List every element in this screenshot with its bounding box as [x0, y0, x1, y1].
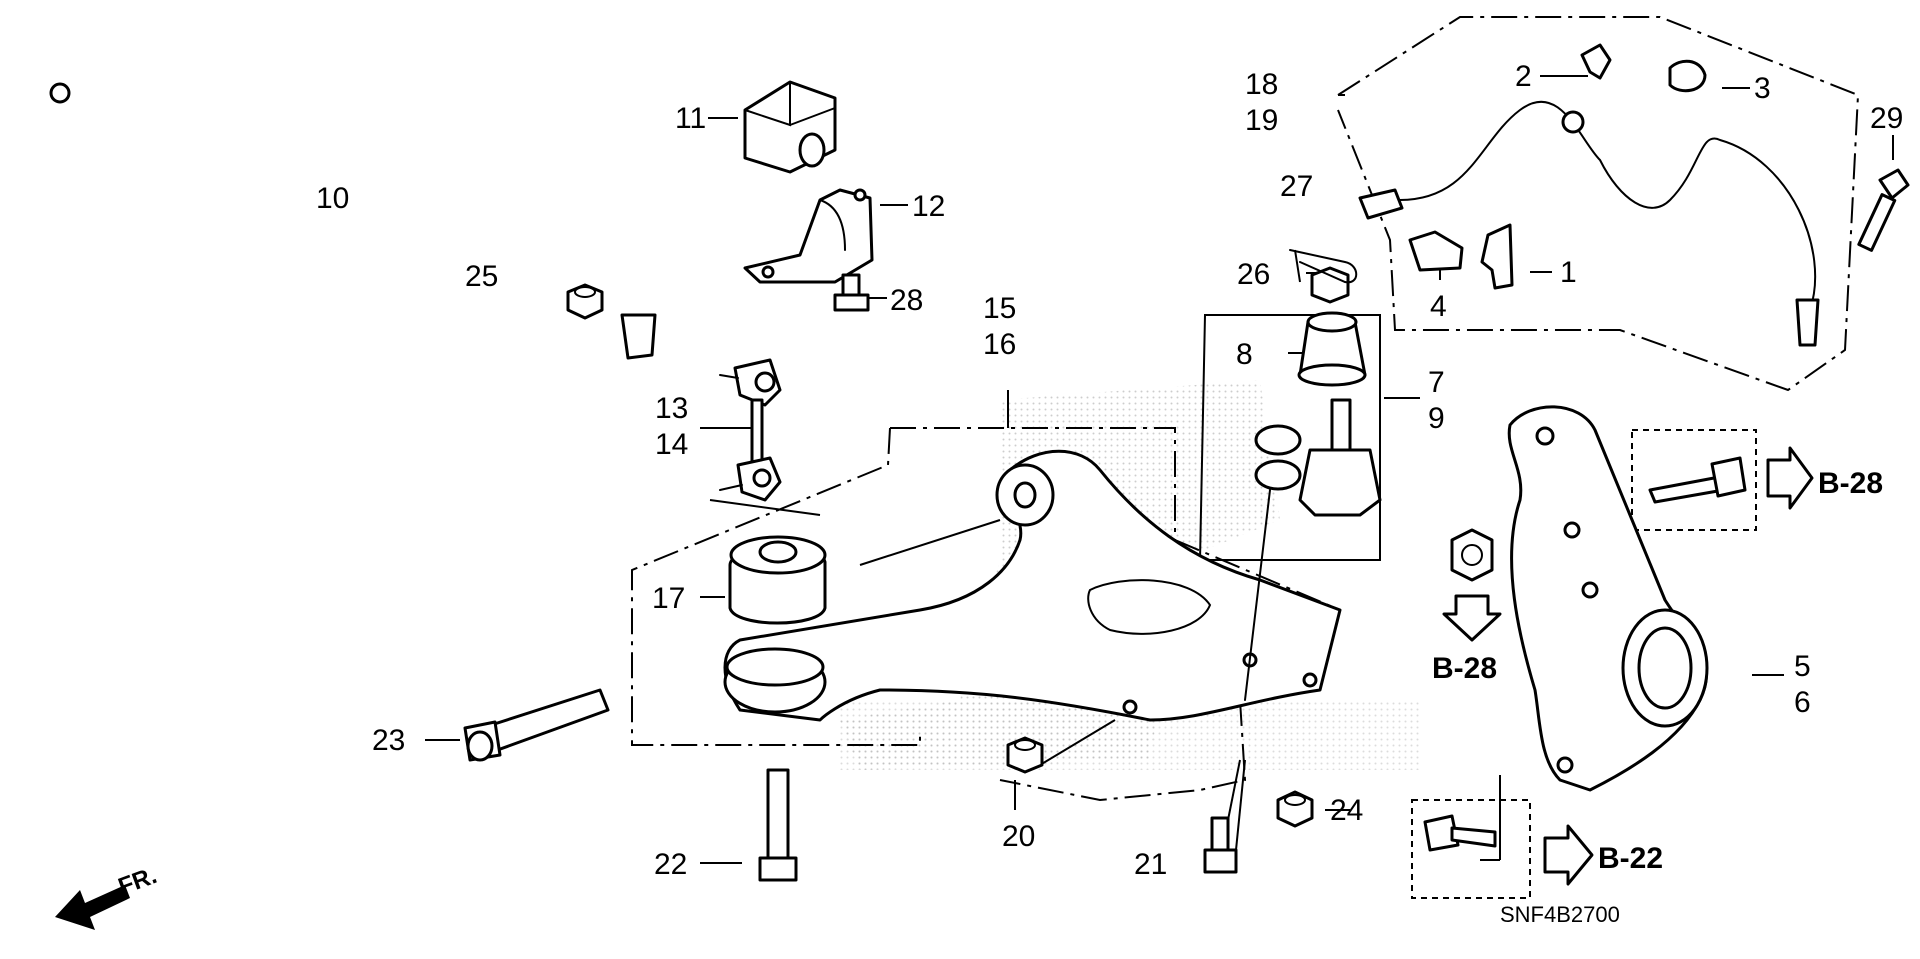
diagram-code: SNF4B2700: [1500, 902, 1620, 927]
ref-arrow-right-top: [1766, 446, 1814, 510]
reference-b28-mid: B-28: [1432, 652, 1497, 685]
wheel-speed-sensor: [1358, 100, 1820, 347]
bolt-29: [1857, 168, 1910, 252]
stabilizer-bar: [49, 82, 705, 360]
reference-b28-top: B-28: [1818, 467, 1883, 500]
callout-3: 3: [1754, 72, 1771, 105]
bolt-28: [833, 273, 870, 312]
callout-labels: 1 2 3 4 5 6 7 8 9 10 11 12 13 14 15 16 1…: [115, 60, 1904, 927]
knuckle-nut-mid: [1450, 528, 1494, 582]
callout-27: 27: [1280, 170, 1313, 203]
nut-24: [1276, 790, 1314, 828]
callout-2: 2: [1515, 60, 1532, 93]
knuckle-bolt-top: [1648, 456, 1747, 504]
bolt-22: [758, 768, 798, 882]
ref-arrow-right-bottom: [1543, 824, 1594, 886]
callout-20: 20: [1002, 820, 1035, 853]
stabilizer-link: [719, 358, 782, 502]
callout-28: 28: [890, 284, 923, 317]
clip-4: [1408, 230, 1464, 272]
nut-20: [1006, 736, 1044, 774]
callout-26: 26: [1237, 258, 1270, 291]
clip-2: [1580, 43, 1612, 80]
cotter-pin-27: [1289, 249, 1358, 284]
callout-15: 15: [983, 292, 1016, 325]
ball-joint: [1244, 398, 1382, 701]
compliance-bushing: [728, 535, 827, 625]
clip-3: [1668, 59, 1707, 93]
callout-12: 12: [912, 190, 945, 223]
callout-22: 22: [654, 848, 687, 881]
callout-9: 9: [1428, 402, 1445, 435]
nut-25: [566, 283, 604, 320]
callout-13: 13: [655, 392, 688, 425]
callout-10: 10: [316, 182, 349, 215]
castle-nut-26: [1310, 266, 1350, 304]
callout-19: 19: [1245, 104, 1278, 137]
callout-4: 4: [1430, 290, 1447, 323]
ball-joint-boot: [1297, 311, 1367, 387]
callout-17: 17: [652, 582, 685, 615]
callout-8: 8: [1236, 338, 1253, 371]
callout-23: 23: [372, 724, 405, 757]
lower-control-arm: [723, 449, 1342, 722]
callout-29: 29: [1870, 102, 1903, 135]
callout-24: 24: [1330, 794, 1363, 827]
reference-b22: B-22: [1598, 842, 1663, 875]
front-direction-label: FR.: [115, 862, 161, 901]
callout-18: 18: [1245, 68, 1278, 101]
bolt-21: [1203, 816, 1238, 874]
callout-25: 25: [465, 260, 498, 293]
callout-11: 11: [675, 102, 706, 135]
callout-16: 16: [983, 328, 1016, 361]
bracket-1: [1480, 223, 1514, 290]
bolt-23: [463, 688, 610, 762]
callout-7: 7: [1428, 366, 1445, 399]
callout-6: 6: [1794, 686, 1811, 719]
callout-21: 21: [1134, 848, 1167, 881]
front-direction-arrow: [55, 885, 130, 930]
ref-arrow-down: [1442, 594, 1502, 642]
bushing-holder: [743, 188, 874, 284]
callout-1: 1: [1560, 256, 1577, 289]
knuckle-bolt-bottom: [1423, 814, 1497, 852]
callout-14: 14: [655, 428, 688, 461]
steering-knuckle: [1507, 405, 1709, 792]
callout-5: 5: [1794, 650, 1811, 683]
stabilizer-bushing: [743, 80, 837, 174]
